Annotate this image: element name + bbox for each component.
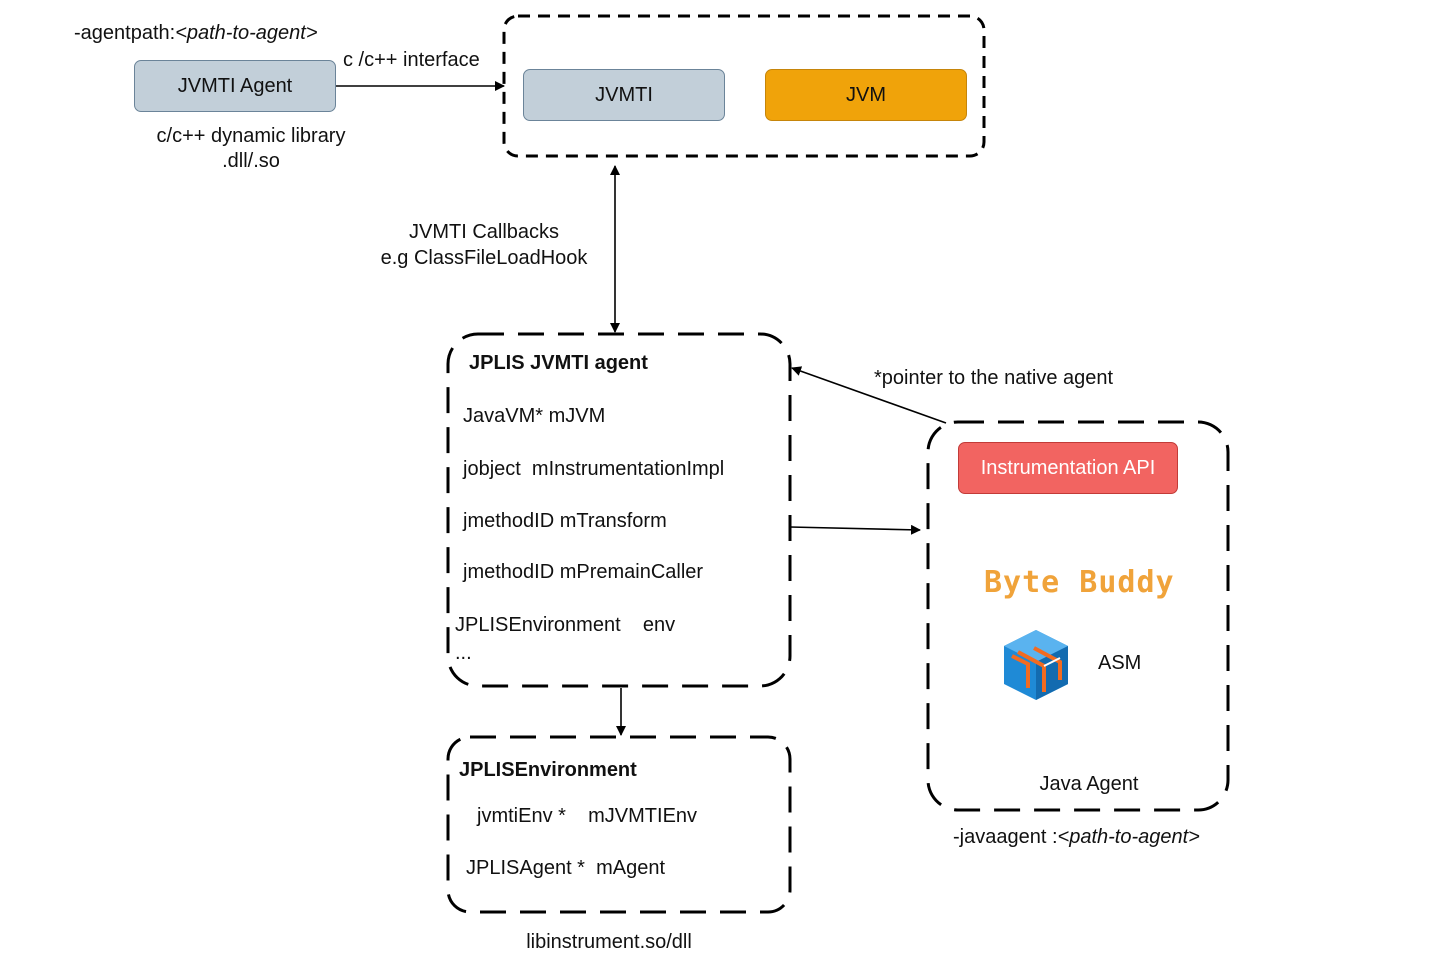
java-agent-container	[926, 420, 1230, 812]
jplis-env-container	[446, 735, 792, 914]
libinstrument-caption: libinstrument.so/dll	[526, 931, 692, 953]
agentpath-value: <path-to-agent>	[175, 22, 318, 44]
jplis-field: jmethodID mPremainCaller	[463, 561, 704, 583]
jplis-env-field: jvmtiEnv * mJVMTIEnv	[477, 805, 698, 827]
bytebuddy-logo: Byte Buddy	[984, 565, 1175, 600]
instrumentation-api-box: Instrumentation API	[958, 442, 1178, 494]
jplis-agent-container	[446, 332, 792, 688]
jvmti-agent-label: JVMTI Agent	[177, 74, 293, 97]
pointer-arrow	[791, 366, 947, 424]
jvmti-agent-box: JVMTI Agent	[134, 60, 336, 112]
callbacks-line2: e.g ClassFileLoadHook	[380, 247, 588, 269]
jvm-label: JVM	[846, 83, 886, 106]
jplis-field: jobject mInstrumentationImpl	[463, 458, 725, 480]
asm-label: ASM	[1098, 652, 1142, 674]
java-agent-caption: Java Agent	[1039, 773, 1139, 795]
jplis-agent-title: JPLIS JVMTI agent	[469, 352, 648, 374]
library-line2: .dll/.so	[222, 150, 280, 172]
callbacks-line1: JVMTI Callbacks	[408, 221, 560, 243]
agentpath-prefix: -agentpath:	[74, 22, 176, 44]
library-line1: c/c++ dynamic library	[156, 125, 346, 147]
jplis-field: ...	[455, 642, 472, 664]
jvmti-box: JVMTI	[523, 69, 725, 121]
jvm-group-container	[502, 14, 986, 158]
jvm-box: JVM	[765, 69, 967, 121]
javaagent-option: -javaagent :<path-to-agent>	[953, 827, 1200, 847]
jplis-env-field: JPLISAgent * mAgent	[466, 857, 666, 879]
javaagent-prefix: -javaagent :	[953, 826, 1058, 848]
interface-label: c /c++ interface	[343, 49, 480, 71]
asm-logo-icon	[1004, 630, 1068, 700]
jplis-field: jmethodID mTransform	[463, 510, 667, 532]
jplis-env-title: JPLISEnvironment	[459, 759, 637, 781]
instrumentation-api-label: Instrumentation API	[980, 456, 1156, 479]
jplis-field: JPLISEnvironment env	[455, 614, 676, 636]
pointer-label: *pointer to the native agent	[874, 367, 1114, 389]
jvmti-label: JVMTI	[595, 83, 653, 106]
javaagent-value: <path-to-agent>	[1057, 826, 1200, 848]
agentpath-option: -agentpath:<path-to-agent>	[74, 23, 318, 43]
jplis-field: JavaVM* mJVM	[463, 405, 606, 427]
transform-arrow	[789, 524, 921, 535]
